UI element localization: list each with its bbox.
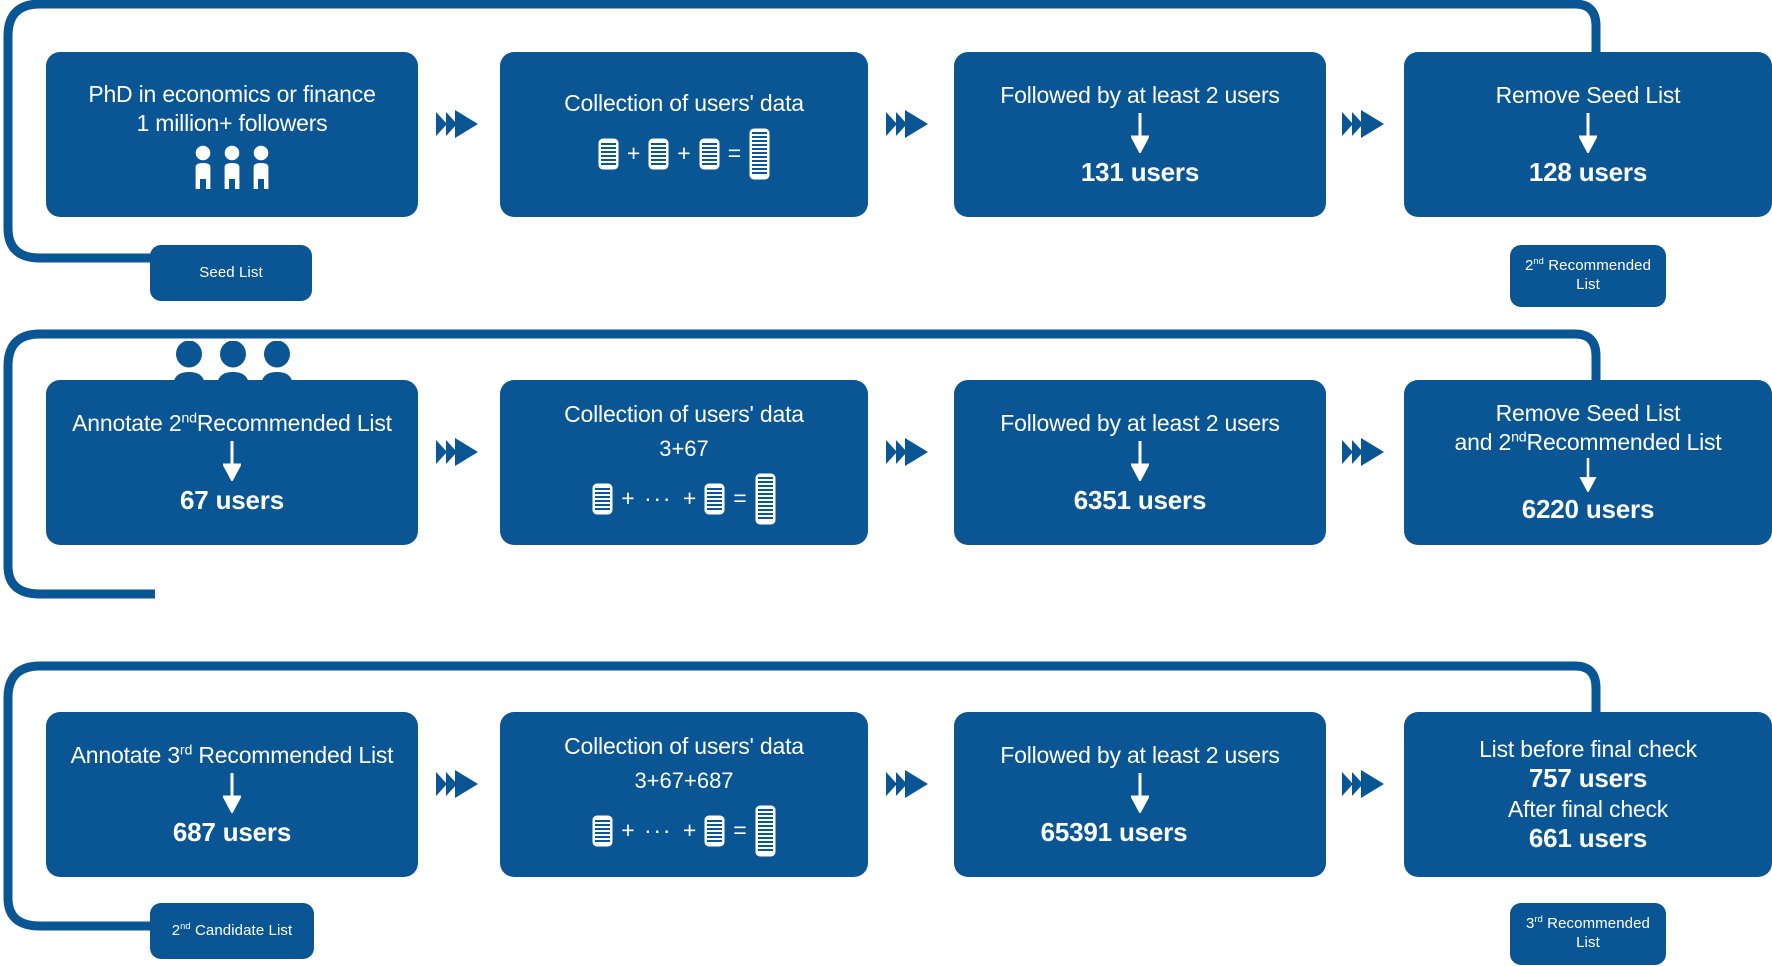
step-box-annotate-row2[interactable]: Annotate 2ndRecommended List 67 users [46,380,418,545]
person-glyph [253,145,269,190]
plus-operator: + [621,817,635,843]
document-icon [699,138,720,170]
fast-forward-arrow-icon [434,767,480,801]
step-box-final-row3[interactable]: List before final check 757 users After … [1404,712,1772,877]
document-stack-icon [749,128,770,180]
step-count: 6220 users [1521,494,1655,525]
equals-operator: = [733,817,747,843]
tag-label: Seed List [199,263,263,281]
document-stack-icon [755,805,776,856]
step-box-criteria-row1[interactable]: PhD in economics or finance 1 million+ f… [46,52,418,217]
tag-label: 2nd Recommended List [1524,256,1652,293]
down-arrow-icon [1131,113,1149,154]
step-heading: Remove Seed List [1495,400,1681,427]
step-box-remove-row1[interactable]: Remove Seed List 128 users [1404,52,1772,217]
step-box-collection-row1[interactable]: Collection of users' data + [500,52,868,217]
step-heading: PhD in economics or finance 1 million+ f… [88,80,376,136]
equals-operator: = [727,140,742,167]
fast-forward-arrow-icon [434,107,480,141]
step-heading: Collection of users' data [564,401,804,428]
step-heading: Followed by at least 2 users [1000,409,1280,436]
document-icon [704,815,725,846]
fast-forward-arrow-icon [884,435,930,469]
plus-operator: + [626,140,641,167]
document-icon [592,483,613,514]
step-heading: Annotate 2ndRecommended List [72,409,392,436]
document-icon [704,483,725,514]
documents-sum-icon: + ∙∙∙ + = [592,805,776,857]
plus-operator: + [682,817,697,843]
step-heading: Collection of users' data [564,733,804,760]
plus-operator: + [677,140,691,167]
step-count: 757 users [1528,763,1648,794]
down-arrow-icon [1131,441,1149,482]
ellipsis-operator: ∙∙∙ [644,817,673,843]
step-heading: List before final check [1479,735,1697,762]
down-arrow-icon [1579,458,1597,493]
step-heading-2: After final check [1507,795,1669,822]
step-count: 687 users [172,817,292,848]
down-arrow-icon [1131,773,1149,814]
step-box-annotate-row3[interactable]: Annotate 3rd Recommended List 687 users [46,712,418,877]
fast-forward-arrow-icon [884,767,930,801]
step-heading: Followed by at least 2 users [1000,81,1280,108]
ellipsis-operator: ∙∙∙ [644,485,673,511]
plus-operator: + [682,485,697,511]
step-count: 128 users [1528,157,1648,188]
down-arrow-icon [1579,113,1597,154]
step-heading: Collection of users' data [564,90,804,117]
pipeline-row-3: Annotate 3rd Recommended List 687 users … [0,660,1772,966]
document-icon [648,138,669,170]
pipeline-row-1: PhD in economics or finance 1 million+ f… [0,0,1772,330]
step-count: 65391 users [1040,817,1188,848]
pipeline-row-2: Annotate 2ndRecommended List 67 users Co… [0,329,1772,965]
step-count: 6351 users [1073,485,1207,516]
fast-forward-arrow-icon [434,435,480,469]
plus-operator: + [621,485,635,511]
step-count: 67 users [180,485,284,516]
step-heading: Remove Seed List [1495,81,1681,108]
down-arrow-icon [223,773,241,814]
fast-forward-arrow-icon [884,107,930,141]
step-heading: Annotate 3rd Recommended List [70,741,394,768]
step-heading: Followed by at least 2 users [1000,741,1280,768]
step-heading-line2: and 2ndRecommended List [1454,428,1722,455]
step-box-remove-row2[interactable]: Remove Seed List and 2ndRecommended List… [1404,380,1772,545]
step-box-collection-row3[interactable]: Collection of users' data 3+67+687 + ∙∙∙… [500,712,868,877]
tag-seed-list[interactable]: Seed List [150,245,312,301]
person-glyph [224,145,240,190]
tag-2nd-recommended-list[interactable]: 2nd Recommended List [1510,245,1666,307]
fast-forward-arrow-icon [1340,435,1386,469]
step-box-collection-row2[interactable]: Collection of users' data 3+67 + ∙∙∙ + [500,380,868,545]
step-box-followed-row3[interactable]: Followed by at least 2 users 65391 users [954,712,1326,877]
down-arrow-icon [223,441,241,482]
people-white-icon [192,145,272,190]
step-count: 131 users [1080,157,1200,188]
person-glyph [195,145,211,190]
document-icon [592,815,613,846]
document-icon [598,138,619,170]
step-subtext: 3+67+687 [634,768,734,793]
step-box-followed-row2[interactable]: Followed by at least 2 users 6351 users [954,380,1326,545]
fast-forward-arrow-icon [1340,107,1386,141]
fast-forward-arrow-icon [1340,767,1386,801]
documents-sum-icon: + ∙∙∙ + = [592,473,776,525]
documents-sum-icon: + + [598,128,770,180]
step-count-2: 661 users [1528,823,1648,854]
step-box-followed-row1[interactable]: Followed by at least 2 users 131 users [954,52,1326,217]
document-stack-icon [755,473,776,524]
equals-operator: = [733,485,747,511]
step-subtext: 3+67 [659,436,709,461]
